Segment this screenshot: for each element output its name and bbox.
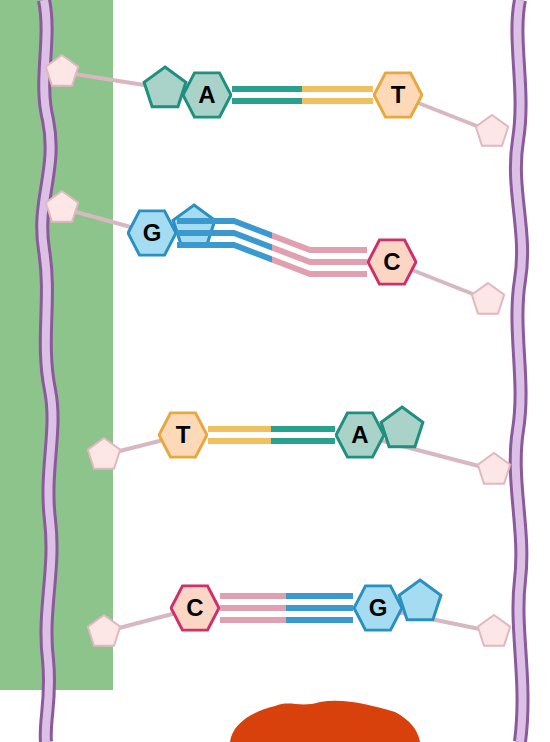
nucleotide-base: G [353,584,403,632]
purine-ring [144,67,186,107]
sugar-phosphate-backbone [516,0,523,742]
purine-ring [173,205,215,245]
base-letter: T [373,71,423,107]
hydrogen-bond [208,426,335,432]
sugar-pentagon [88,438,120,469]
red-blob [230,701,420,742]
nucleotide-base: A [335,411,385,459]
hydrogen-bond [208,438,335,444]
hydrogen-bond [177,245,367,274]
purine-ring [399,580,441,620]
sugar-pentagon [476,115,508,146]
sugar-pentagon [478,615,510,646]
nucleotide-base: A [182,71,232,119]
hydrogen-bond [220,617,353,623]
sugar-pentagon [472,283,504,314]
base-letter: G [127,209,177,245]
sugar-phosphate-backbone [42,0,52,742]
sugar-pentagon [46,55,78,86]
base-letter: A [182,71,232,107]
purine-ring [381,407,423,447]
green-panel [0,0,113,690]
base-letter: C [367,238,417,274]
nucleotide-base: T [373,71,423,119]
nucleotide-base: C [170,584,220,632]
hydrogen-bond [220,593,353,599]
hydrogen-bond [232,98,373,104]
sugar-phosphate-backbone [516,0,523,742]
sugar-pentagon [46,191,78,222]
hydrogen-bond [220,605,353,611]
base-letter: A [335,411,385,447]
sugar-pentagon [478,453,510,484]
base-letter: T [158,411,208,447]
nucleotide-base: C [367,238,417,286]
sugar-phosphate-backbone [42,0,52,742]
nucleotide-base: G [127,209,177,257]
base-letter: G [353,584,403,620]
base-letter: C [170,584,220,620]
sugar-pentagon [88,615,120,646]
hydrogen-bond [232,86,373,92]
nucleotide-base: T [158,411,208,459]
